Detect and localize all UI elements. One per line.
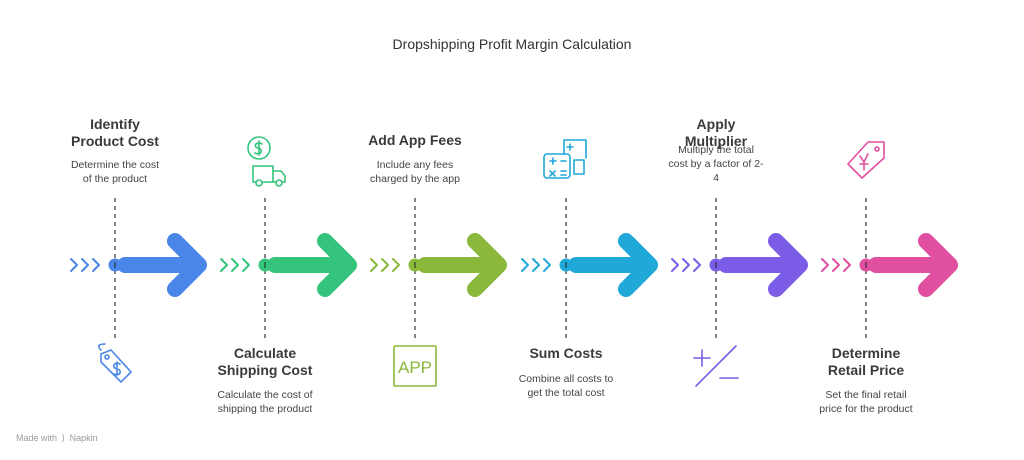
step-description-line: Calculate the cost of — [217, 389, 313, 401]
step-3 — [370, 198, 507, 338]
step-title-line: Identify — [90, 116, 140, 132]
step-title-line: Multiplier — [684, 133, 748, 149]
step-description: Set the final retail price for the produc… — [801, 388, 931, 416]
footer: Made with ⟩ Napkin — [16, 433, 98, 444]
step-description-line: Combine all costs to — [518, 373, 614, 385]
step-title: Add App Fees — [340, 132, 490, 149]
chevron-icon — [231, 258, 239, 272]
chevron-icon — [220, 258, 228, 272]
flow-arrow — [117, 233, 207, 297]
step-title-line: Determine — [831, 345, 901, 361]
step-description-line: charged by the app — [370, 173, 460, 185]
plus-minus-icon — [693, 345, 739, 387]
chevron-icon — [521, 258, 529, 272]
step-description-line: Set the final retail — [825, 389, 907, 401]
step-description-line: Determine the cost — [70, 159, 160, 171]
step-title-line: Product Cost — [71, 133, 159, 149]
step-title-line: Shipping Cost — [217, 362, 313, 378]
step-description-line: Include any fees — [376, 159, 454, 171]
step-4 — [521, 198, 658, 338]
step-2 — [220, 198, 357, 338]
step-description-line: shipping the product — [217, 403, 313, 415]
step-description-line: get the total cost — [527, 387, 605, 399]
step-description: Combine all costs to get the total cost — [501, 372, 631, 400]
chevron-icon — [532, 258, 540, 272]
flow-arrow — [718, 233, 808, 297]
flow-arrow — [417, 233, 507, 297]
step-description-line: Multiply the total — [678, 144, 754, 156]
brand-label: Napkin — [69, 433, 98, 443]
step-description: Include any fees charged by the app — [350, 158, 480, 186]
chevron-icon — [693, 258, 701, 272]
chevron-icon — [381, 258, 389, 272]
calculator-icon — [543, 139, 587, 179]
step-description-line: price for the product — [819, 403, 913, 415]
chevron-icon — [242, 258, 250, 272]
chevron-icon — [682, 258, 690, 272]
step-description: Determine the cost of the product — [50, 158, 180, 186]
step-6 — [821, 198, 958, 338]
chevron-icon — [92, 258, 100, 272]
shipping-truck-dollar-icon — [247, 136, 286, 187]
chevron-icon — [370, 258, 378, 272]
step-title: Sum Costs — [491, 345, 641, 362]
chevron-icon — [392, 258, 400, 272]
step-description-line: cost by a factor of 2- — [668, 158, 764, 170]
step-description-line: 4 — [713, 172, 719, 184]
chevron-icon — [81, 258, 89, 272]
step-1 — [70, 198, 207, 338]
flow-arrow — [868, 233, 958, 297]
chevron-icon — [543, 258, 551, 272]
chevron-icon — [843, 258, 851, 272]
step-title-line: Retail Price — [827, 362, 905, 378]
chevron-icon — [70, 258, 78, 272]
flow-arrow — [267, 233, 357, 297]
step-title-line: Calculate — [233, 345, 297, 361]
step-title-line: Add App Fees — [368, 132, 462, 148]
price-tag-dollar-icon — [97, 343, 132, 383]
step-description: Calculate the cost of shipping the produc… — [200, 388, 330, 416]
diagram-title: Dropshipping Profit Margin Calculation — [392, 36, 632, 52]
step-5 — [671, 198, 808, 338]
step-description-line: of the product — [82, 173, 148, 185]
price-tag-yen-icon — [847, 141, 885, 179]
step-title-line: Sum Costs — [529, 345, 603, 361]
step-title-line: Apply — [696, 116, 736, 132]
made-with-label: Made with — [16, 433, 58, 443]
app-icon-label: APP — [398, 358, 432, 377]
app-icon: APP — [393, 345, 437, 387]
chevron-icon — [671, 258, 679, 272]
flow-arrow — [568, 233, 658, 297]
step-description: Multiply the total cost by a factor of 2-… — [651, 143, 781, 185]
chevron-icon — [832, 258, 840, 272]
chevron-icon — [821, 258, 829, 272]
napkin-logo-icon: ⟩ — [61, 433, 66, 443]
